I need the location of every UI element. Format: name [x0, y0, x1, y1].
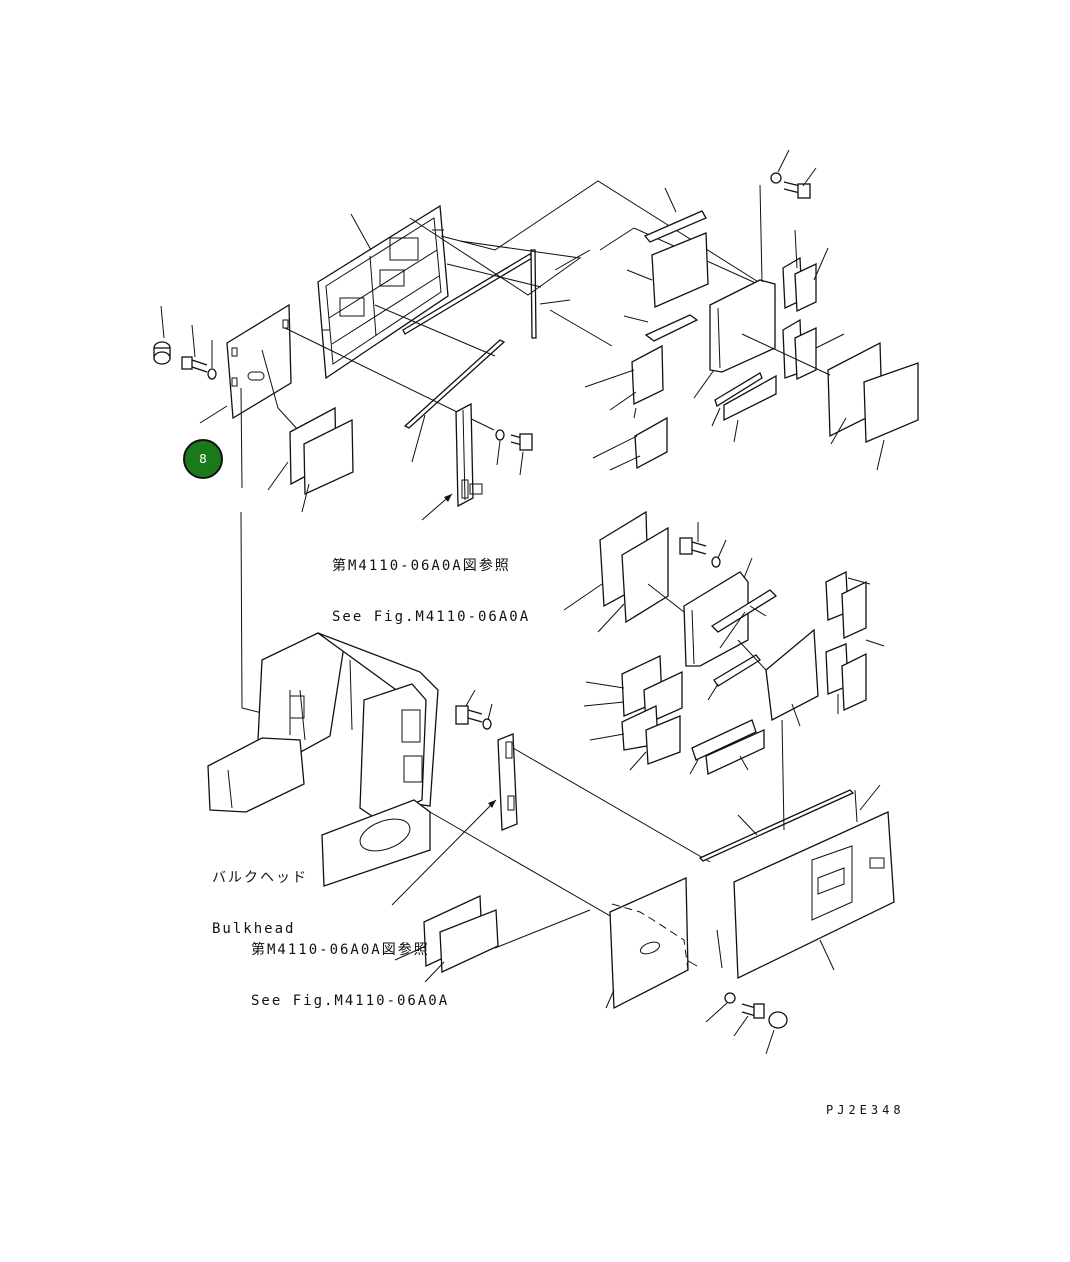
reference-label-upper-jp: 第M4110-06A0A図参照	[332, 558, 511, 574]
vertical-bracket-lower	[497, 733, 518, 831]
insulation-pad-lower-left	[423, 895, 499, 973]
reference-label-upper-en: See Fig.M4110-06A0A	[332, 609, 531, 625]
bolt-part-lower-right	[741, 1003, 765, 1019]
drawing-code: PJ2E348	[826, 1103, 905, 1117]
main-frame-upper	[317, 204, 449, 380]
reference-label-lower-jp: 第M4110-06A0A図参照	[251, 942, 430, 958]
rear-panel-stack-upper	[631, 210, 919, 470]
insulation-pad-upper-left	[289, 406, 354, 496]
nut-part-lower-right	[768, 1011, 788, 1029]
washer-part-lower-upper	[711, 556, 721, 568]
bulkhead-label-en: Bulkhead	[212, 921, 296, 937]
vertical-bracket-upper	[455, 402, 483, 508]
washer-part-upper-right	[770, 172, 782, 184]
callout-badge-number: 8	[199, 452, 207, 466]
rear-panel-stack-lower	[599, 510, 867, 775]
bulkhead-part	[207, 632, 439, 887]
washer-part-lower-right	[724, 992, 736, 1004]
washer-part-lower-mid	[482, 718, 492, 730]
seal-strips-upper	[402, 249, 537, 429]
bulkhead-label-jp: バルクヘッド	[212, 870, 308, 886]
washer-part-upper-mid	[495, 429, 505, 441]
nut-part-upper-left	[153, 341, 171, 365]
bolt-part-upper-right	[783, 181, 811, 199]
reference-label-upper: 第M4110-06A0A図参照 See Fig.M4110-06A0A	[332, 524, 530, 643]
side-panel-upper	[226, 303, 292, 420]
bolt-part-upper-mid	[510, 433, 533, 451]
upper-assembly	[153, 149, 919, 721]
callout-badge[interactable]: 8	[183, 439, 223, 479]
bulkhead-label: バルクヘッド Bulkhead	[212, 836, 308, 955]
side-panel-lower	[609, 877, 689, 1010]
bolt-part-upper-left	[181, 356, 208, 373]
lower-assembly	[207, 510, 895, 1055]
reference-label-lower-en: See Fig.M4110-06A0A	[251, 993, 450, 1009]
bolt-part-lower-mid	[455, 705, 483, 725]
washer-part-upper-left	[207, 368, 217, 380]
door-panel-lower	[698, 789, 895, 980]
reference-label-lower: 第M4110-06A0A図参照 See Fig.M4110-06A0A	[251, 908, 449, 1027]
bolt-part-lower-upper	[679, 537, 707, 555]
